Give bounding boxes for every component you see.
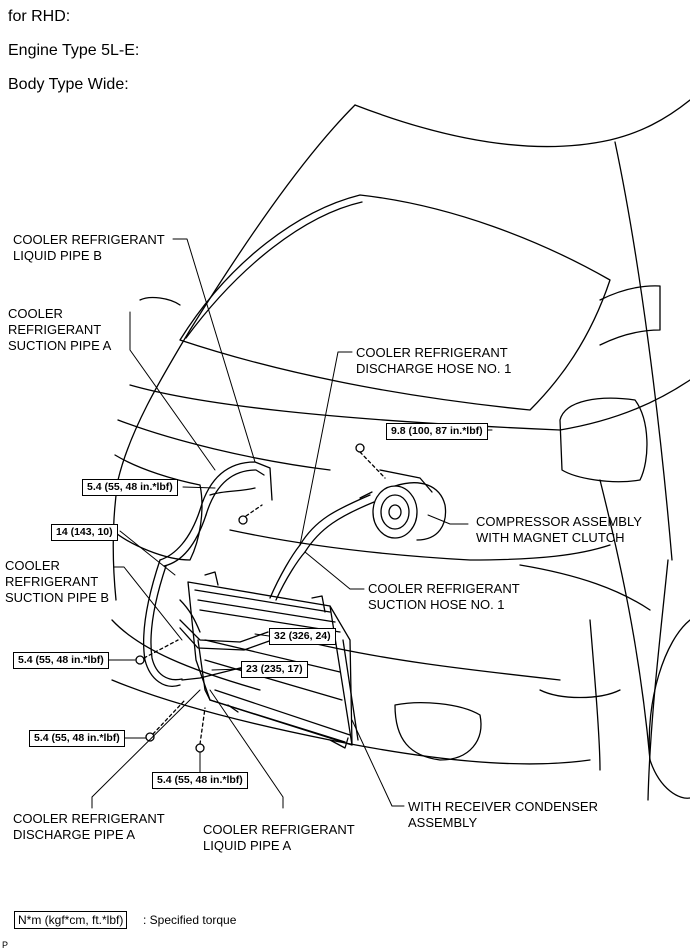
bolt-guides [143, 451, 386, 745]
legend-text: : Specified torque [143, 913, 237, 927]
header-body-type: Body Type Wide: [8, 76, 129, 93]
torque-mid-left: 5.4 (55, 48 in.*lbf) [13, 652, 109, 669]
label-liquid-pipe-a: COOLER REFRIGERANT LIQUID PIPE A [203, 822, 355, 853]
header-rhd: for RHD: [8, 8, 71, 25]
label-condenser: WITH RECEIVER CONDENSER ASSEMBLY [408, 799, 598, 830]
refrigerant-pipes [143, 461, 375, 701]
corner-mark: P [2, 940, 9, 950]
label-suction-pipe-b: COOLER REFRIGERANT SUCTION PIPE B [5, 558, 110, 605]
label-discharge-pipe-a: COOLER REFRIGERANT DISCHARGE PIPE A [13, 811, 165, 842]
header-engine-type: Engine Type 5L-E: [8, 42, 140, 59]
condenser [187, 571, 359, 749]
leader-lines [91, 238, 493, 809]
label-discharge-hose: COOLER REFRIGERANT DISCHARGE HOSE NO. 1 [356, 345, 512, 376]
torque-lower-left: 5.4 (55, 48 in.*lbf) [29, 730, 125, 747]
compressor [359, 469, 447, 541]
torque-14: 14 (143, 10) [51, 524, 118, 541]
label-suction-hose: COOLER REFRIGERANT SUCTION HOSE NO. 1 [368, 581, 520, 612]
torque-upper-left: 5.4 (55, 48 in.*lbf) [82, 479, 178, 496]
legend-box: N*m (kgf*cm, ft.*lbf) [14, 911, 128, 929]
label-liquid-pipe-b: COOLER REFRIGERANT LIQUID PIPE B [13, 232, 165, 263]
vehicle-body [111, 99, 690, 801]
torque-32: 32 (326, 24) [269, 628, 336, 645]
label-compressor: COMPRESSOR ASSEMBLY WITH MAGNET CLUTCH [476, 514, 642, 545]
torque-23: 23 (235, 17) [241, 661, 308, 678]
torque-compressor: 9.8 (100, 87 in.*lbf) [386, 423, 488, 440]
torque-bottom: 5.4 (55, 48 in.*lbf) [152, 772, 248, 789]
bolts [135, 443, 365, 753]
label-suction-pipe-a: COOLER REFRIGERANT SUCTION PIPE A [8, 306, 112, 353]
